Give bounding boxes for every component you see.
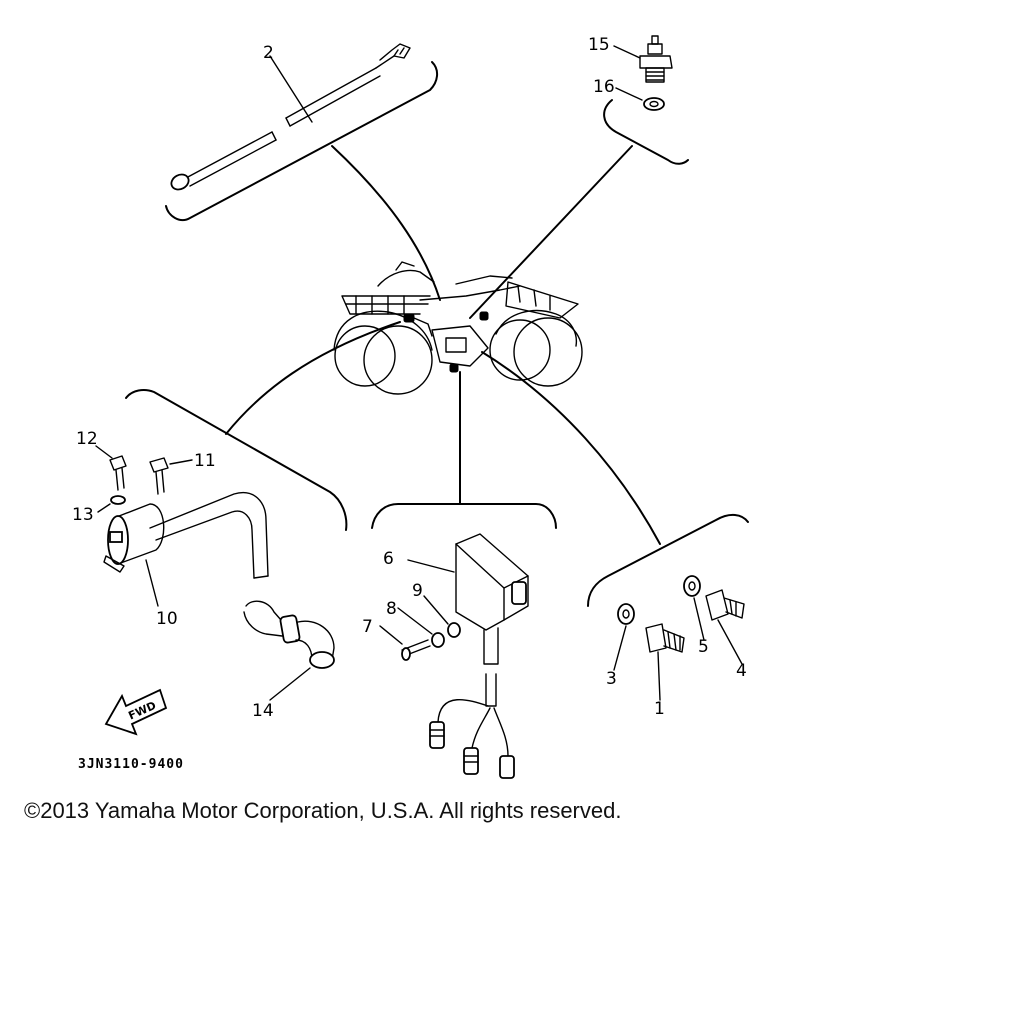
- atv-vehicle: [333, 261, 583, 395]
- callout-2: 2: [263, 43, 274, 63]
- callout-6: 6: [383, 549, 394, 569]
- callout-12: 12: [76, 429, 98, 449]
- parts-6-9: [379, 533, 529, 779]
- callout-4: 4: [736, 661, 747, 681]
- frame-parts-10-13: [125, 389, 348, 531]
- callout-14: 14: [252, 701, 274, 721]
- callout-5: 5: [698, 637, 709, 657]
- callout-8: 8: [386, 599, 397, 619]
- callout-16: 16: [593, 77, 615, 97]
- callout-11: 11: [194, 451, 216, 471]
- callout-7: 7: [362, 617, 373, 637]
- frame-parts-6-9: [371, 503, 557, 529]
- parts-10-14: [95, 445, 335, 701]
- copyright-notice: ©2013 Yamaha Motor Corporation, U.S.A. A…: [24, 798, 622, 823]
- callout-1: 1: [654, 699, 665, 719]
- callout-15: 15: [588, 35, 610, 55]
- parts-1-3-4-5: [613, 575, 745, 701]
- group-frames: [125, 61, 749, 607]
- leader-part-10: [225, 321, 401, 435]
- leader-lines: [225, 145, 661, 545]
- fwd-direction-arrow: FWD: [104, 688, 168, 736]
- callout-3: 3: [606, 669, 617, 689]
- callout-9: 9: [412, 581, 423, 601]
- frame-parts-15-16: [603, 99, 689, 165]
- frame-part-2: [165, 61, 438, 222]
- leader-part-15: [469, 145, 633, 319]
- part-code: 3JN3110-9400: [78, 757, 184, 772]
- leader-part-2: [331, 145, 441, 301]
- frame-parts-1-5: [587, 514, 749, 607]
- callout-labels: 2 15 16 12 11 13 10 14 6 9 8 7 3 1 5 4: [72, 35, 747, 721]
- callout-13: 13: [72, 505, 94, 525]
- parts-15-16: [613, 35, 673, 111]
- callout-10: 10: [156, 609, 178, 629]
- part-2-cable: [170, 43, 411, 191]
- leader-part-1: [481, 351, 661, 545]
